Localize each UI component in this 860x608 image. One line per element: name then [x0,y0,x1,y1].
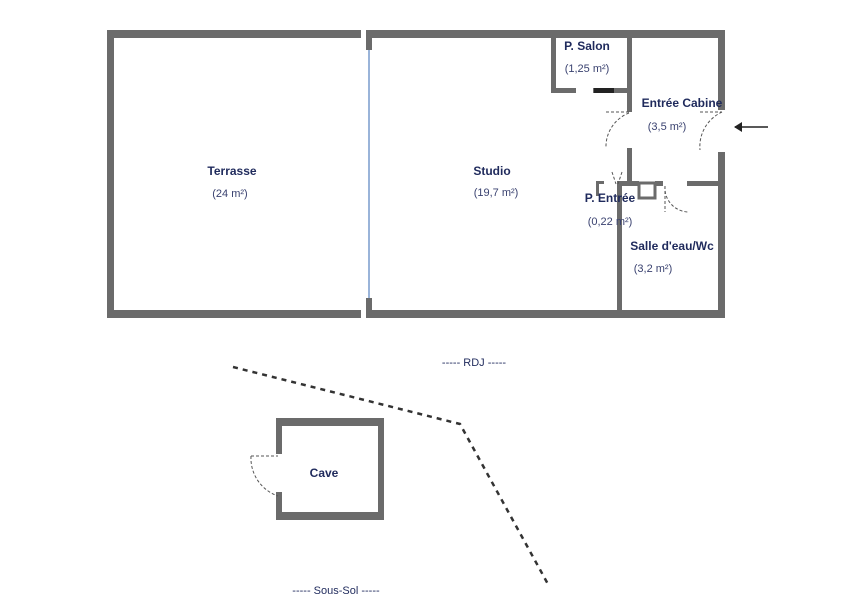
door-swings [605,111,723,213]
terrasse-walls [107,30,361,318]
cave-walls [276,418,384,520]
room-area-entree-cabine: (3,5 m²) [648,121,687,133]
room-name-salle-eau: Salle d'eau/Wc [630,239,714,253]
room-name-entree-cabine: Entrée Cabine [642,96,723,110]
room-name-p-entree: P. Entrée [585,191,636,205]
arrow-left-icon [734,122,768,132]
property-boundary [232,365,551,587]
room-name-cave: Cave [310,466,339,480]
apartment-walls [366,30,725,318]
p-entree-niche-wall [637,181,657,200]
p-salon-sliding-door [594,88,614,93]
cave-door-swing [250,455,279,497]
room-name-studio: Studio [473,164,510,178]
room-area-salle-eau: (3,2 m²) [634,263,673,275]
room-name-terrasse: Terrasse [207,164,256,178]
room-area-terrasse: (24 m²) [212,188,247,200]
room-area-p-salon: (1,25 m²) [565,63,610,75]
room-area-p-entree: (0,22 m²) [588,216,633,228]
room-name-p-salon: P. Salon [564,39,610,53]
level-label-sous-sol: ----- Sous-Sol ----- [292,585,380,597]
interior-partitions [596,148,725,314]
room-area-studio: (19,7 m²) [474,187,519,199]
level-label-rdj: ----- RDJ ----- [442,357,506,369]
